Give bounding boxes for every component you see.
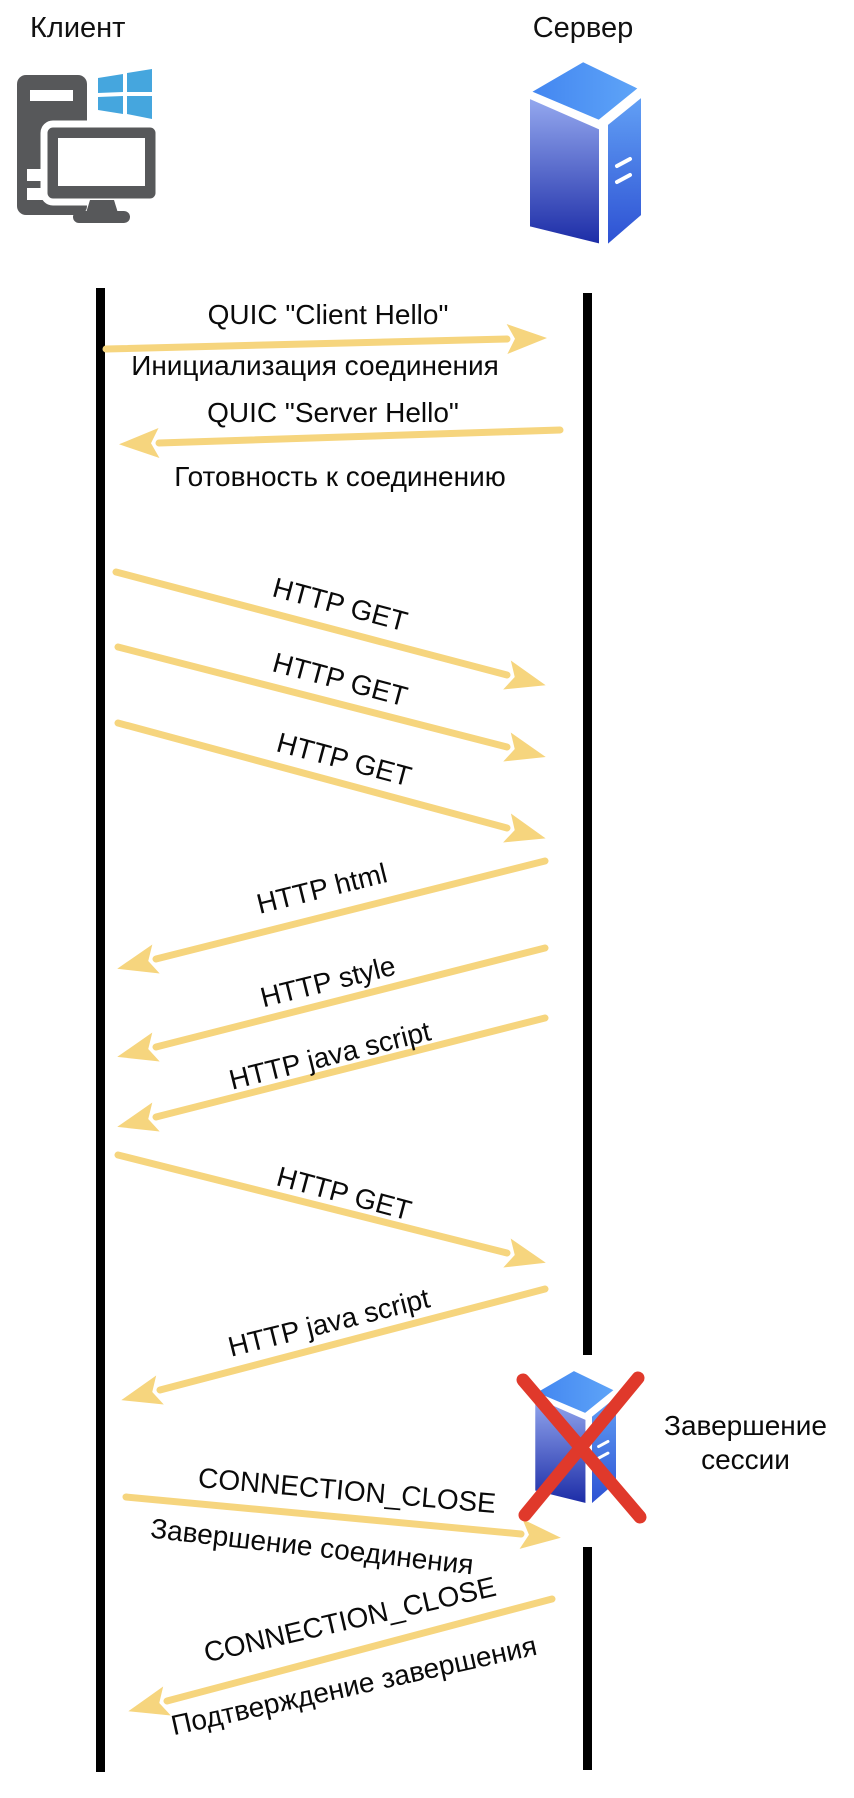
arrow-http-get-1: [112, 568, 546, 690]
arrow-http-style: [117, 944, 549, 1062]
windows-pc-icon: [17, 69, 163, 223]
windows-logo-icon: [98, 69, 152, 119]
arrow-http-html: [117, 857, 549, 974]
arrow-http-get-4: [114, 1151, 546, 1268]
server-label: Сервер: [532, 12, 634, 44]
message-label: QUIC "Server Hello": [207, 397, 459, 428]
arrow-quic-client-hello: [102, 324, 547, 354]
server-tower-icon: [527, 58, 645, 250]
session-end-line2: сессии: [701, 1444, 790, 1475]
client-lifeline: [96, 288, 105, 1772]
session-end-line1: Завершение: [664, 1410, 827, 1441]
message-sublabel: Инициализация соединения: [131, 350, 499, 381]
arrow-http-get-3: [114, 719, 546, 843]
arrow-http-get-2: [114, 643, 546, 762]
red-cross-icon: [516, 1371, 647, 1524]
arrow-connection-close-1: [122, 1493, 561, 1549]
arrow-quic-server-hello: [119, 426, 564, 458]
session-end-annotation: Завершение сессии: [648, 1409, 843, 1477]
server-lifeline-upper: [583, 293, 592, 1355]
server-lifeline-lower: [583, 1547, 592, 1770]
message-label: QUIC "Client Hello": [207, 299, 449, 330]
client-label: Клиент: [30, 12, 126, 44]
arrow-http-javascript-1: [117, 1014, 549, 1132]
monitor-icon: [40, 120, 163, 223]
message-sublabel: Готовность к соединению: [174, 461, 506, 492]
arrow-http-javascript-2: [121, 1285, 549, 1405]
arrow-connection-close-2: [128, 1595, 556, 1716]
